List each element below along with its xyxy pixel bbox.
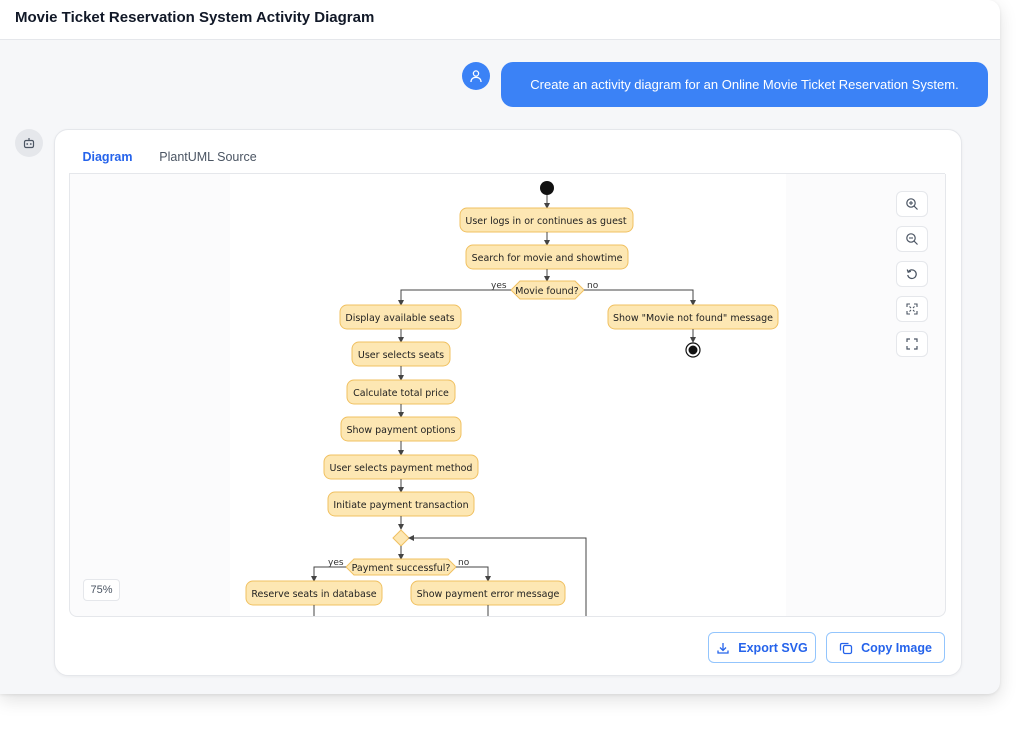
svg-text:Display available seats: Display available seats <box>345 313 454 324</box>
download-icon <box>717 642 729 654</box>
zoom-out-button[interactable] <box>896 226 928 252</box>
svg-text:Search for movie and showtime: Search for movie and showtime <box>472 253 623 264</box>
copy-icon <box>839 642 853 654</box>
activity-initiate-payment: Initiate payment transaction <box>327 491 475 517</box>
svg-text:Calculate total price: Calculate total price <box>353 388 449 399</box>
end-node <box>685 342 701 358</box>
svg-text:Show "Movie not found" message: Show "Movie not found" message <box>613 313 773 324</box>
export-svg-label: Export SVG <box>738 640 808 655</box>
copy-image-label: Copy Image <box>861 640 932 655</box>
svg-text:User logs in or continues as g: User logs in or continues as guest <box>465 216 626 227</box>
decision-payment-successful: Payment successful? <box>345 558 457 576</box>
svg-text:User selects seats: User selects seats <box>358 350 444 361</box>
branch-no-label-2: no <box>458 558 470 568</box>
activity-not-found: Show "Movie not found" message <box>607 304 779 330</box>
user-message: Create an activity diagram for an Online… <box>501 62 988 107</box>
tab-diagram[interactable]: Diagram <box>70 147 145 175</box>
user-avatar <box>462 62 490 90</box>
activity-reserve-seats: Reserve seats in database <box>245 580 383 606</box>
svg-text:Payment successful?: Payment successful? <box>352 563 451 574</box>
zoom-out-icon <box>906 233 918 245</box>
bot-avatar <box>15 129 43 157</box>
title-bar: Movie Ticket Reservation System Activity… <box>0 0 1000 40</box>
user-icon <box>470 70 482 83</box>
branch-no-label: no <box>587 281 599 291</box>
activity-payment-options: Show payment options <box>340 416 462 442</box>
zoom-in-icon <box>906 198 918 210</box>
svg-text:Show payment options: Show payment options <box>347 425 456 436</box>
svg-text:Show payment error message: Show payment error message <box>417 589 560 600</box>
diagram-viewport[interactable]: User logs in or continues as guest Searc… <box>69 174 946 617</box>
activity-select-seats: User selects seats <box>351 341 451 367</box>
fullscreen-button[interactable] <box>896 331 928 357</box>
fit-view-button[interactable] <box>896 296 928 322</box>
activity-select-payment-method: User selects payment method <box>323 454 479 480</box>
activity-search: Search for movie and showtime <box>465 244 629 270</box>
window-title: Movie Ticket Reservation System Activity… <box>15 9 375 26</box>
activity-payment-error: Show payment error message <box>410 580 566 606</box>
reset-icon <box>906 269 917 279</box>
svg-text:User selects payment method: User selects payment method <box>330 463 473 474</box>
fit-icon <box>906 303 918 315</box>
merge-node <box>392 529 410 547</box>
bot-icon <box>23 138 35 149</box>
export-svg-button[interactable]: Export SVG <box>708 632 816 663</box>
activity-login: User logs in or continues as guest <box>459 207 634 233</box>
svg-text:Reserve seats in database: Reserve seats in database <box>251 589 376 600</box>
branch-yes-label-2: yes <box>328 558 344 568</box>
reset-view-button[interactable] <box>896 261 928 287</box>
decision-movie-found: Movie found? <box>510 280 585 300</box>
copy-image-button[interactable]: Copy Image <box>826 632 945 663</box>
start-node <box>540 181 554 195</box>
branch-yes-label: yes <box>491 281 507 291</box>
tab-divider <box>69 173 945 174</box>
zoom-in-button[interactable] <box>896 191 928 217</box>
activity-diagram: User logs in or continues as guest Searc… <box>245 181 779 616</box>
zoom-level-indicator: 75% <box>83 579 120 601</box>
fullscreen-icon <box>906 338 918 350</box>
tab-plantuml-source[interactable]: PlantUML Source <box>159 150 257 164</box>
activity-calculate-price: Calculate total price <box>346 379 456 405</box>
svg-text:Movie found?: Movie found? <box>515 286 578 297</box>
svg-text:Initiate payment transaction: Initiate payment transaction <box>333 500 468 511</box>
activity-display-seats: Display available seats <box>339 304 462 330</box>
